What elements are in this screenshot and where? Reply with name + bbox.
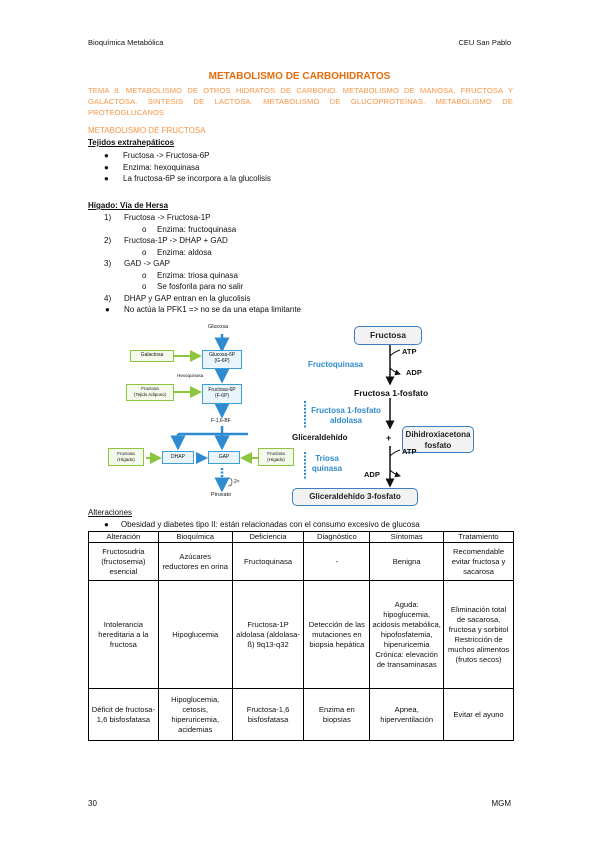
fructosa-higado-left-node: Fructosa (Hígado): [108, 448, 144, 466]
table-cell: Hipoglucemia: [157, 580, 233, 689]
dhap-node: DHAP: [162, 451, 194, 464]
fructose-pathway-diagram: Fructosa ATP ADP Fructoquinasa Fructosa …: [292, 320, 474, 510]
table-cell: Enzima en biopsias: [303, 688, 371, 741]
atp2-label: ATP: [402, 447, 417, 456]
header-right: CEU San Pablo: [458, 38, 511, 47]
extra-list: ●Fructosa -> Fructosa-6P ●Enzima: hexoqu…: [104, 150, 271, 185]
list-item: 4)DHAP y GAP entran en la glucolisis: [104, 293, 251, 303]
table-cell: Fructosudria (fructosemia) esencial: [88, 542, 159, 581]
f6p-node: Fructosa-6P (F-6P): [202, 384, 242, 404]
table-row: Intolerancia hereditaria a la fructosa H…: [88, 580, 514, 689]
table-cell: Evitar el ayuno: [443, 688, 514, 741]
list-item: ●Enzima: hexoquinasa: [104, 162, 200, 172]
fructosa-adiposo-node: Fructosa (Tejido Adiposo): [126, 384, 174, 401]
table-row: Fructosudria (fructosemia) esencial Azúc…: [88, 542, 514, 581]
atp1-label: ATP: [402, 347, 417, 356]
fructoquinasa-label: Fructoquinasa: [308, 360, 364, 369]
table-cell: Eliminación total de sacarosa, fructosa …: [443, 580, 514, 689]
g3f-node: Gliceraldehído 3-fosfato: [292, 488, 418, 506]
col-header: Deficiencia: [231, 531, 305, 543]
dhap-node: Dihidroxiacetona fosfato: [402, 426, 474, 453]
f16bf-label: F-1,6-BF: [211, 418, 231, 424]
table-cell: Benigna: [369, 542, 445, 581]
table-cell: Aguda: hipoglucemia, acidosis metabólica…: [369, 580, 445, 689]
topic-subtitle: TEMA 8. METABOLISMO DE OTROS HIDRATOS DE…: [88, 86, 513, 117]
piruvato-label: Piruvato: [211, 492, 232, 498]
glycolysis-diagram: Glucosa Galactosa Glucosa-6P (G-6P) Hexo…: [108, 322, 294, 502]
table-cell: Fructoquinasa: [231, 542, 305, 581]
alteraciones-heading: Alteraciones: [88, 508, 133, 517]
x2-label: 2×: [234, 479, 240, 485]
page-number: 30: [88, 799, 97, 808]
list-item: ●Fructosa -> Fructosa-6P: [104, 151, 210, 160]
table-header-row: Alteración Bioquímica Deficiencia Diagnó…: [88, 531, 514, 543]
col-header: Diagnóstico: [303, 531, 371, 543]
col-header: Síntomas: [369, 531, 445, 543]
table-cell: Apnea, hiperventilación: [369, 688, 445, 741]
list-item: 3)GAD -> GAP: [104, 259, 171, 268]
table-cell: Detección de las mutaciones en biopsia h…: [303, 580, 371, 689]
gap-node: GAP: [208, 451, 240, 464]
f1f-label: Fructosa 1-fosfato: [354, 388, 429, 398]
list-item: ●No actúa la PFK1 => no se da una etapa …: [105, 305, 302, 314]
table-cell: Intolerancia hereditaria a la fructosa: [88, 580, 159, 689]
header-left: Bioquímica Metabólica: [88, 38, 164, 47]
list-item: ●La fructosa-6P se incorpora a la glucol…: [104, 174, 271, 183]
glucosa-label: Glucosa: [208, 324, 229, 330]
pathway-arrows: [304, 344, 401, 488]
table-cell: Déficit de fructosa-1,6 bisfosfatasa: [88, 688, 159, 741]
aldolasa-label: Fructosa 1-fosfato aldolasa: [311, 406, 381, 425]
table-cell: Fructosa-1,6 bisfosfatasa: [231, 688, 305, 741]
alteraciones-bullet: ●Obesidad y diabetes tipo II: están rela…: [104, 520, 420, 529]
author-initials: MGM: [491, 799, 511, 808]
gliceraldehido-label: Gliceraldehído: [292, 433, 348, 442]
table-cell: Azúcares reductores en orina: [157, 542, 233, 581]
table-cell: -: [303, 542, 371, 581]
page-title: METABOLISMO DE CARBOHIDRATOS: [208, 71, 391, 82]
extra-heading: Tejidos extrahepáticos: [88, 138, 175, 147]
adp2-label: ADP: [364, 470, 380, 479]
liver-heading: Hígado: Vía de Hersa: [88, 201, 169, 210]
section-title: METABOLISMO DE FRUCTOSA: [88, 126, 206, 135]
fructosa-node: Fructosa: [354, 326, 422, 345]
table-row: Déficit de fructosa-1,6 bisfosfatasa Hip…: [88, 688, 514, 741]
col-header: Bioquímica: [157, 531, 233, 543]
diagram-arrows: [146, 334, 258, 493]
table-cell: Fructosa-1P aldolasa (aldolasa-ß) 9q13-q…: [231, 580, 305, 689]
alteraciones-table: Alteración Bioquímica Deficiencia Diagnó…: [88, 531, 514, 741]
fructosa-higado-right-node: Fructosa (Hígado): [258, 448, 294, 466]
adp1-label: ADP: [406, 368, 422, 377]
table-cell: Recomendable evitar fructosa y sacarosa: [443, 542, 514, 581]
hexoquinasa-label: Hexoquinasa: [177, 373, 204, 378]
table-cell: Hipoglucemia, cetosis, hiperuricemia, ac…: [157, 688, 233, 741]
col-header: Tratamiento: [443, 531, 514, 543]
galactosa-node: Galactosa: [130, 350, 174, 362]
list-item: 1)Fructosa -> Fructosa-1P: [104, 213, 211, 222]
g6p-node: Glucosa-6P (G-6P): [202, 350, 242, 369]
col-header: Alteración: [88, 531, 159, 543]
triosa-label: Triosa quinasa: [311, 454, 343, 473]
plus-label: +: [386, 433, 392, 443]
list-item: 2)Fructosa-1P -> DHAP + GAD: [104, 236, 228, 245]
